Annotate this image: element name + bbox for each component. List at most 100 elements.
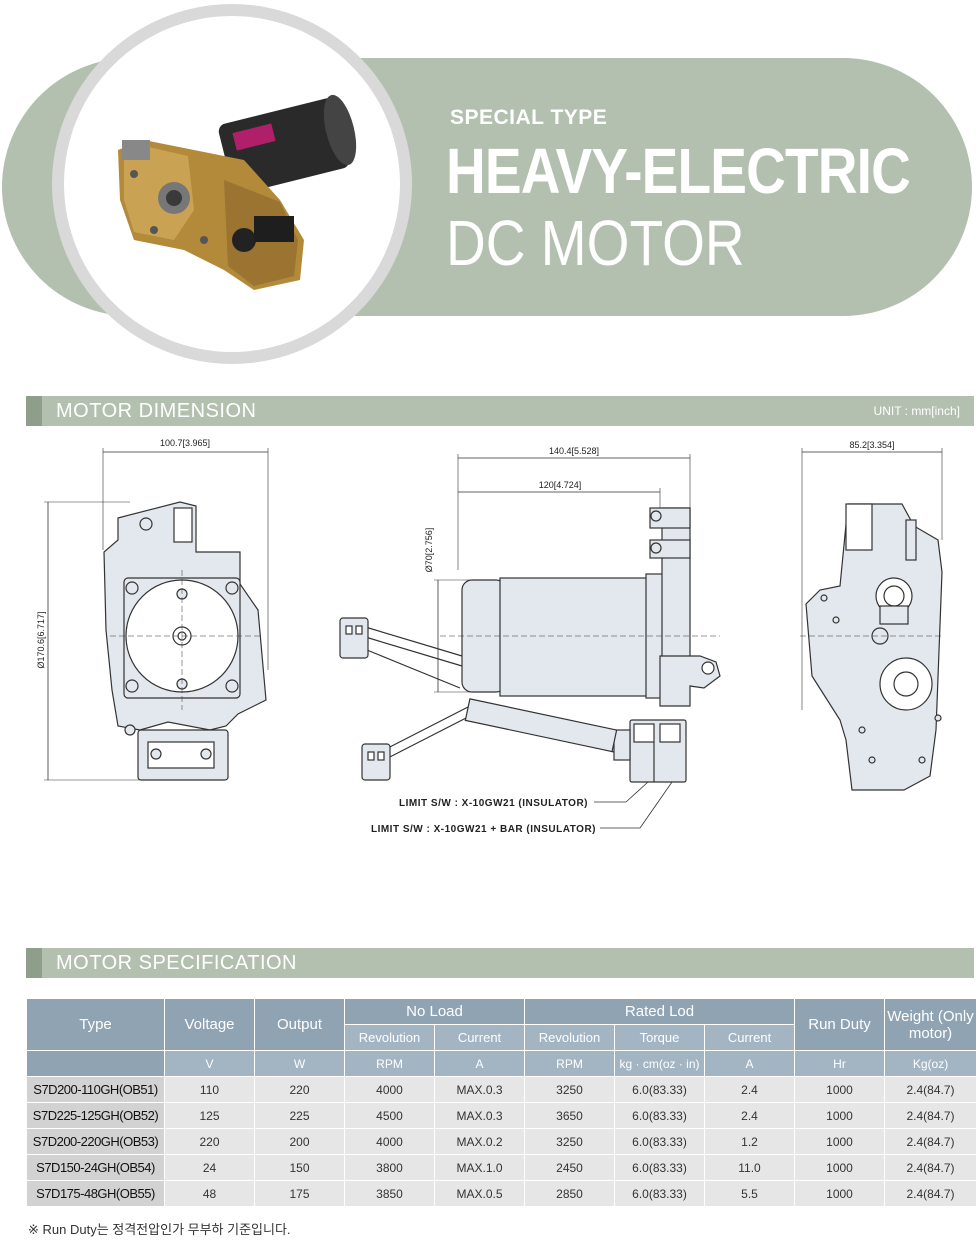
dc-motor-photo xyxy=(118,94,357,290)
header-no-load-current: Current xyxy=(434,1024,525,1051)
header-no-load-revolution: Revolution xyxy=(344,1024,435,1051)
table-cell: 2450 xyxy=(524,1154,615,1181)
table-cell: 2.4(84.7) xyxy=(884,1102,978,1129)
table-cell: 48 xyxy=(164,1180,255,1207)
unit-cell: RPM xyxy=(524,1050,615,1077)
dimension-section-title: MOTOR DIMENSION xyxy=(56,400,257,422)
header-no-load: No Load xyxy=(344,998,525,1025)
table-cell: 2.4(84.7) xyxy=(884,1154,978,1181)
front-width-label: 100.7[3.965] xyxy=(160,438,210,448)
table-cell: 5.5 xyxy=(703,1180,796,1207)
specification-section-title: MOTOR SPECIFICATION xyxy=(56,952,297,974)
right-width-label: 85.2[3.354] xyxy=(849,440,894,450)
table-cell: 11.0 xyxy=(703,1154,796,1181)
header-rated-torque: Torque xyxy=(614,1024,705,1051)
front-height-label: Ø170.6[6.717] xyxy=(36,611,46,668)
hero-title-line1: HEAVY-ELECTRIC xyxy=(446,135,911,207)
table-cell: 3650 xyxy=(524,1102,615,1129)
table-cell: 3800 xyxy=(344,1154,435,1181)
table-cell: 1000 xyxy=(794,1102,886,1129)
table-cell: 3250 xyxy=(524,1076,615,1103)
dimension-drawings: 100.7[3.965] Ø170.6[6.717] 140.4[5.528] … xyxy=(36,438,944,835)
table-cell: MAX.0.5 xyxy=(434,1180,525,1207)
table-cell: 1000 xyxy=(794,1076,886,1103)
table-cell: 1000 xyxy=(794,1154,886,1181)
table-cell-type: S7D175-48GH(OB55) xyxy=(26,1180,165,1207)
callout-limit-switch-1: LIMIT S/W : X-10GW21 (INSULATOR) xyxy=(399,798,588,809)
specification-table: Type Voltage Output No Load Rated Lod Ru… xyxy=(26,998,978,1207)
side-view-drawing xyxy=(339,454,721,829)
table-cell-type: S7D200-220GH(OB53) xyxy=(26,1128,165,1155)
dimension-unit-label: UNIT : mm[inch] xyxy=(873,404,960,418)
table-cell: 150 xyxy=(254,1154,345,1181)
table-cell: 225 xyxy=(254,1102,345,1129)
header-rated-current: Current xyxy=(703,1024,796,1051)
run-duty-note: ※ Run Duty는 정격전압인가 무부하 기준입니다. xyxy=(28,1222,291,1237)
header-rated: Rated Lod xyxy=(523,998,796,1025)
unit-cell: RPM xyxy=(344,1050,435,1077)
side-body-label: 120[4.724] xyxy=(539,480,582,490)
side-dia-label: Ø70[2.756] xyxy=(424,528,434,573)
callout-limit-switch-2: LIMIT S/W : X-10GW21 + BAR (INSULATOR) xyxy=(371,824,596,835)
unit-cell: kg · cm(oz · in) xyxy=(614,1050,705,1077)
header-output: Output xyxy=(254,998,345,1051)
header-run-duty: Run Duty xyxy=(794,998,886,1051)
side-total-label: 140.4[5.528] xyxy=(549,446,599,456)
specification-section-bar: MOTOR SPECIFICATION xyxy=(26,948,974,978)
hero-title-line2: DC MOTOR xyxy=(446,207,745,279)
callout-leader xyxy=(639,781,673,829)
table-cell: 2850 xyxy=(524,1180,615,1207)
hero-banner: SPECIAL TYPE HEAVY-ELECTRIC DC MOTOR xyxy=(0,0,980,364)
unit-cell: Kg(oz) xyxy=(884,1050,978,1077)
table-cell: 6.0(83.33) xyxy=(614,1128,705,1155)
table-cell: 2.4 xyxy=(703,1076,796,1103)
header-voltage: Voltage xyxy=(164,998,255,1051)
unit-cell: Hr xyxy=(794,1050,886,1077)
section-accent xyxy=(26,948,42,978)
table-cell: 2.4(84.7) xyxy=(884,1128,978,1155)
table-cell: 2.4(84.7) xyxy=(884,1180,978,1207)
table-cell: 220 xyxy=(164,1128,255,1155)
unit-cell: A xyxy=(703,1050,796,1077)
header-rated-revolution: Revolution xyxy=(524,1024,615,1051)
table-cell: 1000 xyxy=(794,1180,886,1207)
table-cell: MAX.0.3 xyxy=(434,1102,525,1129)
table-cell: 2.4(84.7) xyxy=(884,1076,978,1103)
table-cell: 175 xyxy=(254,1180,345,1207)
header-weight: Weight (Only motor) xyxy=(884,998,978,1051)
table-cell: MAX.0.3 xyxy=(434,1076,525,1103)
table-cell: 2.4 xyxy=(703,1102,796,1129)
callout-leader xyxy=(625,781,649,803)
table-cell: 125 xyxy=(164,1102,255,1129)
front-view-drawing xyxy=(44,448,269,781)
table-cell: 3850 xyxy=(344,1180,435,1207)
unit-cell: A xyxy=(434,1050,525,1077)
table-cell: MAX.1.0 xyxy=(434,1154,525,1181)
table-cell: 6.0(83.33) xyxy=(614,1180,705,1207)
unit-cell: V xyxy=(164,1050,255,1077)
table-cell-type: S7D150-24GH(OB54) xyxy=(26,1154,165,1181)
table-cell: 6.0(83.33) xyxy=(614,1102,705,1129)
section-accent xyxy=(26,396,42,426)
table-cell: 4000 xyxy=(344,1128,435,1155)
table-cell: 220 xyxy=(254,1076,345,1103)
right-view-drawing xyxy=(800,448,944,791)
table-cell: 110 xyxy=(164,1076,255,1103)
unit-cell: W xyxy=(254,1050,345,1077)
table-cell: 200 xyxy=(254,1128,345,1155)
dimension-section-bar: MOTOR DIMENSION UNIT : mm[inch] xyxy=(26,396,974,426)
table-cell: 4500 xyxy=(344,1102,435,1129)
table-cell-type: S7D225-125GH(OB52) xyxy=(26,1102,165,1129)
table-cell: 24 xyxy=(164,1154,255,1181)
table-cell: 6.0(83.33) xyxy=(614,1154,705,1181)
table-cell: 3250 xyxy=(524,1128,615,1155)
header-type-unit-blank xyxy=(26,1050,165,1077)
table-cell: 6.0(83.33) xyxy=(614,1076,705,1103)
table-cell: MAX.0.2 xyxy=(434,1128,525,1155)
hero-subtitle: SPECIAL TYPE xyxy=(450,106,608,129)
header-type: Type xyxy=(26,998,165,1051)
